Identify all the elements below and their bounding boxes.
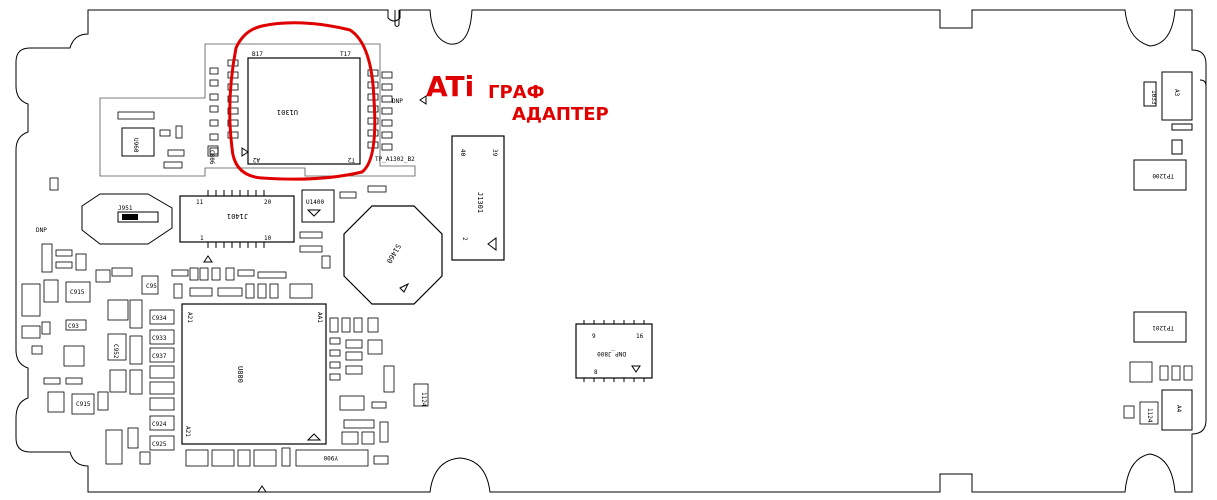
svg-text:1033: 1033: [1150, 90, 1157, 105]
svg-text:TP1200: TP1200: [1152, 172, 1174, 179]
svg-text:S1460: S1460: [385, 242, 402, 264]
svg-text:DNP: DNP: [392, 98, 403, 105]
caps-column-u800: [149, 309, 175, 451]
svg-text:C952: C952: [112, 344, 119, 359]
passives-u1301-left: [209, 59, 239, 155]
svg-text:C934: C934: [152, 315, 167, 322]
passives-row-u800: [171, 267, 313, 299]
svg-text:1: 1: [200, 235, 204, 242]
a4-pad: [1161, 389, 1193, 431]
svg-text:C924: C924: [152, 421, 167, 428]
svg-text:J1401: J1401: [227, 212, 248, 220]
svg-text:T2: T2: [347, 156, 355, 163]
svg-text:TP1201: TP1201: [1152, 324, 1174, 331]
annotation-circle: [228, 21, 377, 181]
svg-text:11: 11: [196, 199, 204, 206]
shield-outline: [99, 43, 416, 177]
u1033-part: [1143, 81, 1157, 107]
svg-text:TP_A1302_B2: TP_A1302_B2: [375, 156, 415, 163]
svg-text:A3: A3: [1173, 89, 1180, 97]
j1401-connector: [179, 195, 295, 243]
svg-text:1124: 1124: [1146, 408, 1153, 423]
svg-text:AA1: AA1: [316, 312, 323, 323]
svg-text:B17: B17: [252, 51, 263, 58]
svg-text:1124: 1124: [420, 392, 427, 407]
u1301-chip: [247, 57, 361, 165]
svg-text:C933: C933: [152, 335, 167, 342]
annotation-ati: ATi: [426, 70, 474, 103]
tp1200-pad: [1133, 159, 1187, 191]
svg-text:DNP_J800: DNP_J800: [597, 350, 626, 357]
s1460-switch: [343, 205, 443, 305]
svg-text:J1301: J1301: [476, 192, 484, 213]
svg-text:40: 40: [459, 149, 466, 157]
board-outline: [15, 9, 1207, 493]
svg-text:DNP: DNP: [36, 227, 47, 234]
svg-text:U960: U960: [132, 138, 139, 153]
svg-text:A21: A21: [184, 426, 191, 437]
j951-holder: [81, 193, 173, 245]
u1400-chip: [301, 189, 335, 223]
svg-text:A21: A21: [186, 312, 193, 323]
svg-text:C937: C937: [152, 353, 167, 360]
svg-text:9: 9: [592, 333, 596, 340]
tp1201-pad: [1133, 311, 1187, 343]
passives-bottom-row: [105, 427, 389, 467]
passives-right-u800: [329, 317, 429, 445]
svg-text:2: 2: [461, 237, 468, 241]
u800-chip: [181, 303, 327, 445]
svg-text:C95: C95: [146, 283, 157, 290]
svg-text:16: 16: [636, 333, 644, 340]
svg-text:A2: A2: [252, 156, 260, 163]
svg-text:10: 10: [264, 235, 272, 242]
svg-text:J951: J951: [118, 205, 133, 212]
svg-text:C806: C806: [208, 150, 215, 165]
svg-text:20: 20: [264, 199, 272, 206]
passives-left-cluster: [21, 177, 159, 415]
svg-text:A4: A4: [1175, 405, 1182, 413]
annotation-adapter: АДАПТЕР: [512, 104, 609, 125]
svg-text:T17: T17: [340, 51, 351, 58]
u960-chip: [121, 127, 155, 157]
svg-text:Y900: Y900: [323, 454, 338, 461]
svg-text:8: 8: [594, 369, 598, 376]
svg-text:U800: U800: [236, 366, 244, 383]
svg-text:C915: C915: [70, 289, 85, 296]
svg-text:U1400: U1400: [306, 199, 324, 206]
u1301-ref: U1301: [277, 108, 298, 116]
svg-text:39: 39: [491, 149, 498, 157]
svg-text:C925: C925: [152, 441, 167, 448]
j1301-connector: [451, 135, 505, 261]
a3-pad: [1161, 71, 1193, 121]
svg-text:C915: C915: [76, 401, 91, 408]
svg-text:C93: C93: [68, 323, 79, 330]
annotation-graf: ГРАФ: [488, 82, 544, 103]
